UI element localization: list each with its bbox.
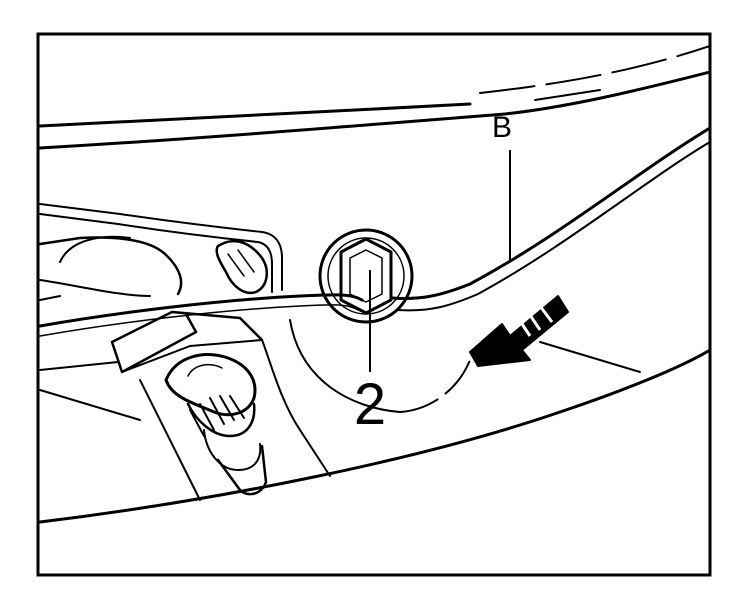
lower-body-edge: [39, 348, 709, 524]
arrow-hatching: [516, 305, 554, 337]
callout-b-label: B: [492, 111, 512, 144]
mounting-bracket: [39, 203, 283, 297]
callout-2-label: 2: [354, 372, 386, 437]
direction-arrow-icon: [469, 295, 569, 367]
wire-b: [39, 126, 709, 337]
upper-panel-edge: [39, 45, 709, 150]
figure-frame: [36, 32, 712, 577]
body-recess: [39, 295, 641, 413]
connector-housing: [39, 310, 331, 501]
hex-bolt: [318, 228, 414, 324]
